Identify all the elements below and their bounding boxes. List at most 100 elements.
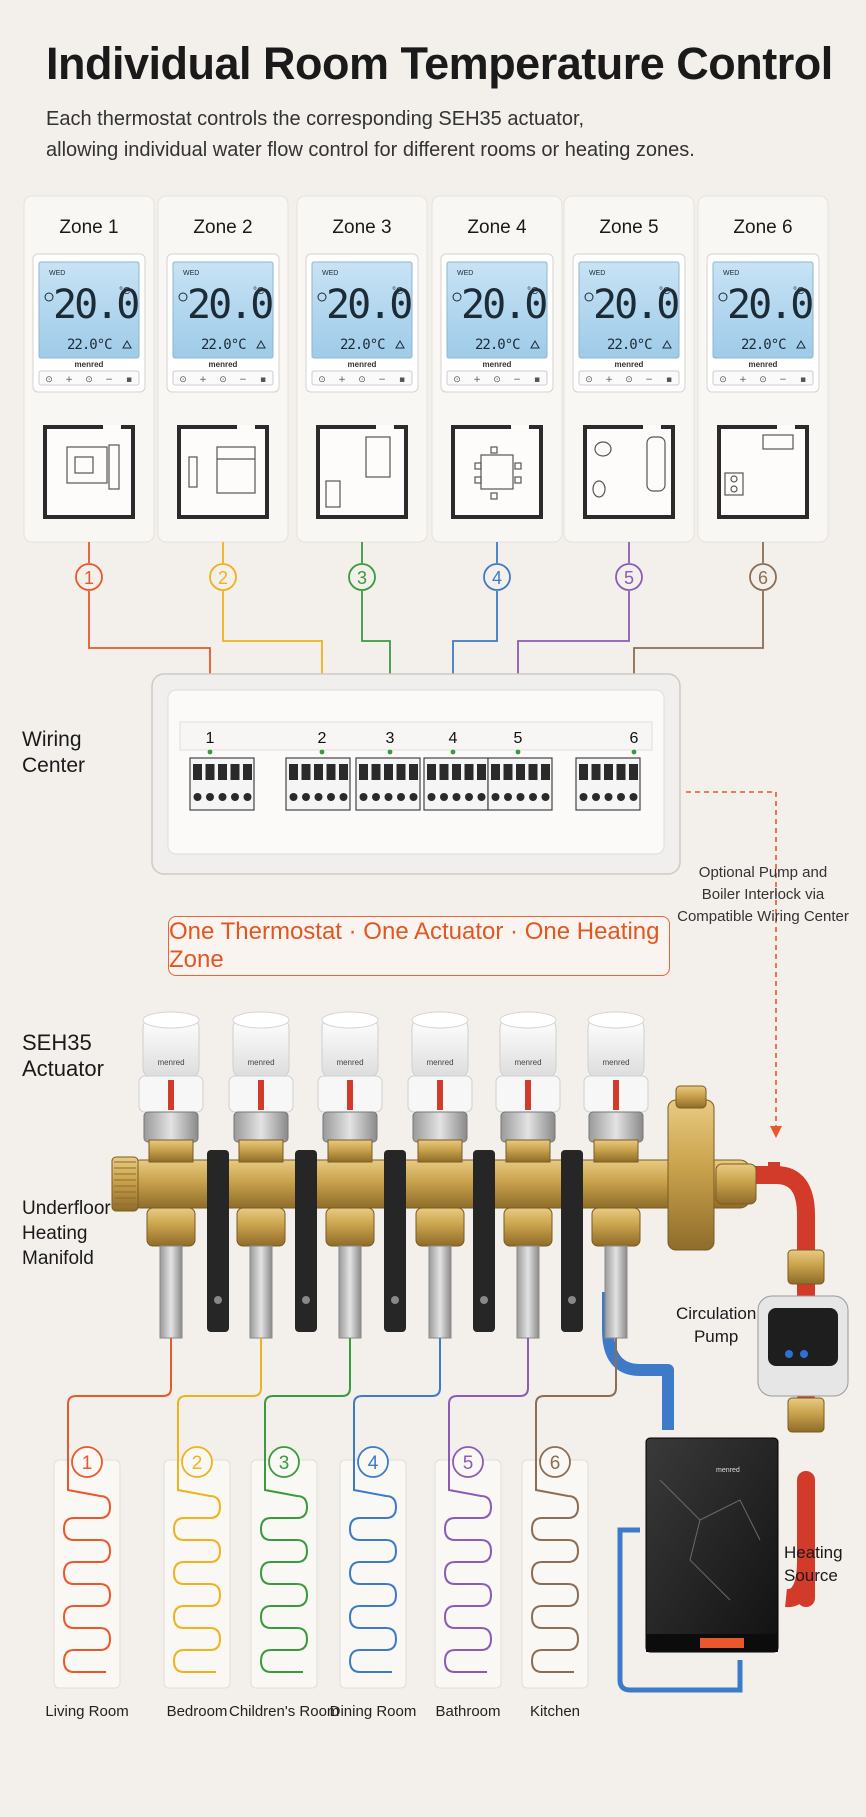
zone-title: Zone 1 — [59, 217, 118, 238]
terminal-block-2: 2 — [285, 730, 351, 811]
actuator-2: menred — [228, 1011, 294, 1339]
heating-source-label: Heating Source — [784, 1543, 843, 1585]
terminal-socket — [503, 764, 513, 780]
settings-icon — [178, 292, 188, 302]
manifold-end-cap — [111, 1156, 139, 1212]
thermostat-set-temperature: 22.0°C — [340, 337, 385, 353]
actuator-indicator — [258, 1080, 264, 1110]
thermostat-brand: menred — [75, 360, 104, 369]
actuator-indicator — [525, 1080, 531, 1110]
lock-icon — [530, 339, 540, 349]
actuator-adapter — [500, 1111, 556, 1143]
thermostat-day: WED — [723, 270, 739, 277]
thermostat-brand: menred — [348, 360, 377, 369]
heating-coil — [172, 1478, 222, 1673]
lock-icon — [395, 339, 405, 349]
pipe-stub — [428, 1245, 452, 1339]
terminal-block-1: 1 — [189, 730, 255, 811]
actuator-indicator — [168, 1080, 174, 1110]
actuator-brand: menred — [514, 1058, 541, 1067]
terminal-led — [631, 749, 637, 755]
terminal-socket — [193, 764, 202, 780]
thermostat-day: WED — [589, 270, 605, 277]
loop-number-badge — [539, 1446, 571, 1478]
terminal-screw — [617, 793, 625, 801]
terminal-led — [450, 749, 456, 755]
interlock-line — [686, 791, 777, 1132]
thermostat-set-temperature: 22.0°C — [67, 337, 112, 353]
thermostat-button: ⊙ — [759, 375, 767, 385]
terminal-led — [387, 749, 393, 755]
thermostat-button: ⊙ — [719, 375, 727, 385]
thermostat-button: ⊙ — [625, 375, 633, 385]
page-subtitle: Each thermostat controls the correspondi… — [46, 104, 846, 166]
outlet-fitting — [591, 1207, 641, 1247]
terminal-socket — [326, 764, 336, 780]
zone-title: Zone 5 — [599, 217, 658, 238]
zone-title: Zone 3 — [332, 217, 391, 238]
thermostat-button: ▪ — [399, 375, 405, 385]
valve-nut — [238, 1139, 284, 1163]
wardrobe — [188, 456, 198, 488]
thermostat-brand: menred — [483, 360, 512, 369]
mounting-bracket — [561, 1150, 583, 1332]
bracket-screw — [568, 1296, 576, 1304]
zone-number-badge — [615, 563, 643, 591]
actuator-1: menred — [138, 1011, 204, 1339]
thermostat-button-bar — [38, 370, 140, 386]
pipe-cap — [768, 1162, 780, 1184]
outlet-fitting — [236, 1207, 286, 1247]
thermostat-button: + — [65, 375, 73, 385]
lock-icon — [256, 339, 266, 349]
actuator-top — [411, 1011, 469, 1029]
actuator-label: SEH35 Actuator — [22, 1030, 104, 1081]
terminal-screw — [529, 793, 537, 801]
floor-loop-1: 1 — [53, 1338, 172, 1689]
thermostat-set-temperature: 22.0°C — [201, 337, 246, 353]
marble-veins — [659, 1479, 761, 1601]
floor-plan-door — [103, 425, 121, 430]
terminal-socket — [464, 764, 474, 780]
terminal-screw — [440, 793, 448, 801]
air-vent-cap — [675, 1085, 707, 1109]
pipe-stub — [338, 1245, 362, 1339]
manifold-label: Underfloor Heating Manifold — [22, 1198, 111, 1269]
floor-loop-2: 2 — [163, 1338, 262, 1689]
terminal-screw — [206, 793, 214, 801]
thermostat-lcd — [712, 261, 814, 359]
thermostat-button: − — [645, 375, 653, 385]
thermostat-unit: °C — [119, 286, 130, 297]
thermostat-unit: °C — [793, 286, 804, 297]
thermostat-temperature: 20.0 — [187, 282, 272, 328]
terminal-screw — [231, 793, 239, 801]
actuator-adapter — [322, 1111, 378, 1143]
terminal-screw — [243, 793, 252, 801]
thermostat-day: WED — [49, 270, 65, 277]
thermostat-button-bar — [311, 370, 413, 386]
thermostat-button-bar — [446, 370, 548, 386]
floor-plan-walls — [717, 425, 809, 519]
control-wire-6: 6 — [630, 542, 777, 720]
loop-number: 5 — [463, 1453, 474, 1474]
room-name-5: Bathroom — [435, 1703, 501, 1720]
actuator-top — [142, 1011, 200, 1029]
terminal-screw — [409, 793, 418, 801]
terminal-screw — [289, 793, 298, 801]
valve-nut — [148, 1139, 194, 1163]
thermostat-button: ⊙ — [85, 375, 93, 385]
terminal-socket — [289, 764, 298, 780]
floor-plan — [177, 425, 269, 519]
terminal-socket — [491, 764, 500, 780]
thermostat-unit: °C — [392, 286, 403, 297]
lock-icon — [122, 339, 132, 349]
pipe-stub — [516, 1245, 540, 1339]
valve-nut — [505, 1139, 551, 1163]
zone-number: 2 — [218, 568, 228, 588]
thermostat-button-bar — [712, 370, 814, 386]
terminal-socket — [339, 764, 348, 780]
